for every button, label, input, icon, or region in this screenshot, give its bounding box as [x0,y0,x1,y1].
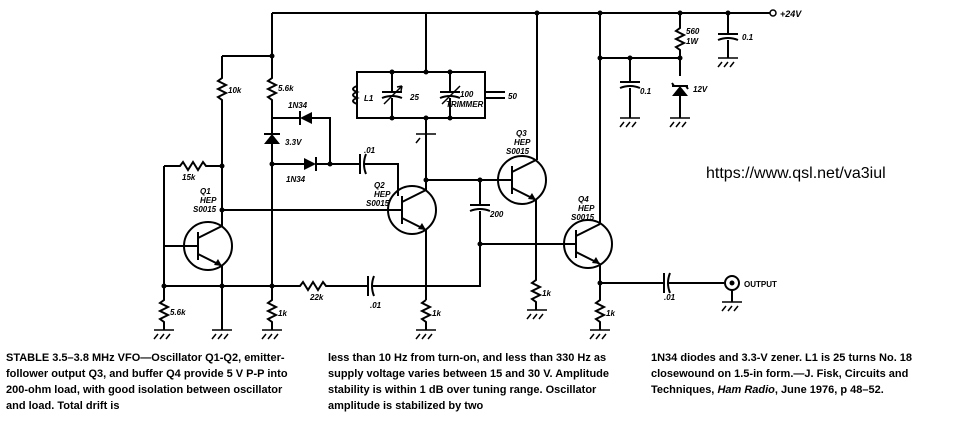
q2-label: Q2 [374,181,385,190]
q3-transistor [497,155,547,205]
caption-journal: Ham Radio [717,384,775,396]
q2-transistor [387,185,437,235]
q3-label: Q3 [516,129,527,138]
circuit-schematic: +24V 560 1W 12V 0.1 0.1 L1 25 100 TRIMME… [153,9,886,340]
diode-1n34-top-icon [300,112,312,124]
cap-01-a [359,153,399,196]
caption-column-1: STABLE 3.5–3.8 MHz VFO—Oscillator Q1-Q2,… [6,352,288,412]
cap-200-label: 200 [489,210,504,219]
caption-column-3: 1N34 diodes and 3.3-V zener. L1 is 25 tu… [651,350,949,398]
bypass-cap-left [619,58,641,118]
trimmer-arrow-icon [441,85,461,105]
variable-arrow-icon [383,85,403,105]
cap-01-out [600,272,724,294]
q4-part-label: S0015 [571,213,595,222]
caption-column-2: less than 10 Hz from turn-on, and less t… [328,352,610,412]
cap-100-trimmer [439,72,461,118]
r560-label: 560 [686,27,700,36]
cap-01-right-label: 0.1 [742,33,754,42]
q4-transistor [563,219,613,269]
l1-inductor [352,85,360,105]
d1n34-top-label: 1N34 [288,101,308,110]
r1w-label: 1W [686,37,699,46]
r1k-a-resistor [265,128,279,330]
output-label: OUTPUT [744,280,777,289]
ground-icon [619,117,640,128]
cap-25-label: 25 [409,93,419,102]
cap-01-b-label: .01 [370,301,382,310]
q2-part-label: S0015 [366,199,390,208]
r5k6-bot-label: 5.6k [170,308,186,317]
q3-part-label: S0015 [506,147,530,156]
bypass-cap-right [717,13,739,58]
r1k-d-label: 1k [606,309,615,318]
diode-1n34-bot-icon [304,158,316,170]
tank-circuit [356,71,486,119]
ground-icon [721,301,742,312]
zener-3v3-icon [264,134,280,144]
r1k-a-label: 1k [278,309,287,318]
r10k-label: 10k [228,86,242,95]
q2-hep-label: HEP [374,190,391,199]
zener-12v-icon [672,86,688,96]
q4-hep-label: HEP [578,204,595,213]
r5k6-bot-resistor [157,246,171,330]
cap-50 [485,91,505,99]
cap-01-out-label: .01 [664,293,676,302]
trimmer-label: TRIMMER [446,100,484,109]
r1k-b-resistor [419,299,433,330]
r560-resistor [673,13,687,76]
ground-icons [153,309,610,340]
cap-100-label: 100 [460,90,474,99]
supply-label: +24V [780,9,802,19]
caption-col3-end: , June 1976, p 48–52. [774,384,884,396]
r5k6-top-resistor [265,56,279,128]
ground-icon [717,57,738,68]
source-url: https://www.qsl.net/va3iul [706,165,886,182]
r1k-c-label: 1k [542,289,551,298]
ground-icon [669,117,690,128]
caption-col3-text: 1N34 diodes and 3.3-V zener. L1 is 25 tu… [651,352,913,396]
cap-200 [469,180,491,220]
q1-hep-label: HEP [200,196,217,205]
r1k-b-label: 1k [432,309,441,318]
q3-hep-label: HEP [514,138,531,147]
d1n34-bot-label: 1N34 [286,175,306,184]
r1k-d-resistor [593,58,607,330]
r1k-c-resistor [529,13,543,310]
r22k-label: 22k [309,293,324,302]
zener-12v-label: 12V [693,85,708,94]
l1-label: L1 [364,94,374,103]
cap-01-left-label: 0.1 [640,87,652,96]
q1-label: Q1 [200,187,211,196]
q1-part-label: S0015 [193,205,217,214]
r10k-resistor [215,56,229,120]
ground-icon [415,133,436,144]
supply-terminal [769,9,777,17]
cap-01-a-label: .01 [364,146,376,155]
zener-3v3-label: 3.3V [285,138,302,147]
q4-label: Q4 [578,195,589,204]
r5k6-top-label: 5.6k [278,84,294,93]
r22k-resistor [164,280,368,292]
r15k-label: 15k [182,173,196,182]
cap-25 [381,72,403,118]
cap-50-label: 50 [508,92,517,101]
r15k-resistor [164,160,222,172]
